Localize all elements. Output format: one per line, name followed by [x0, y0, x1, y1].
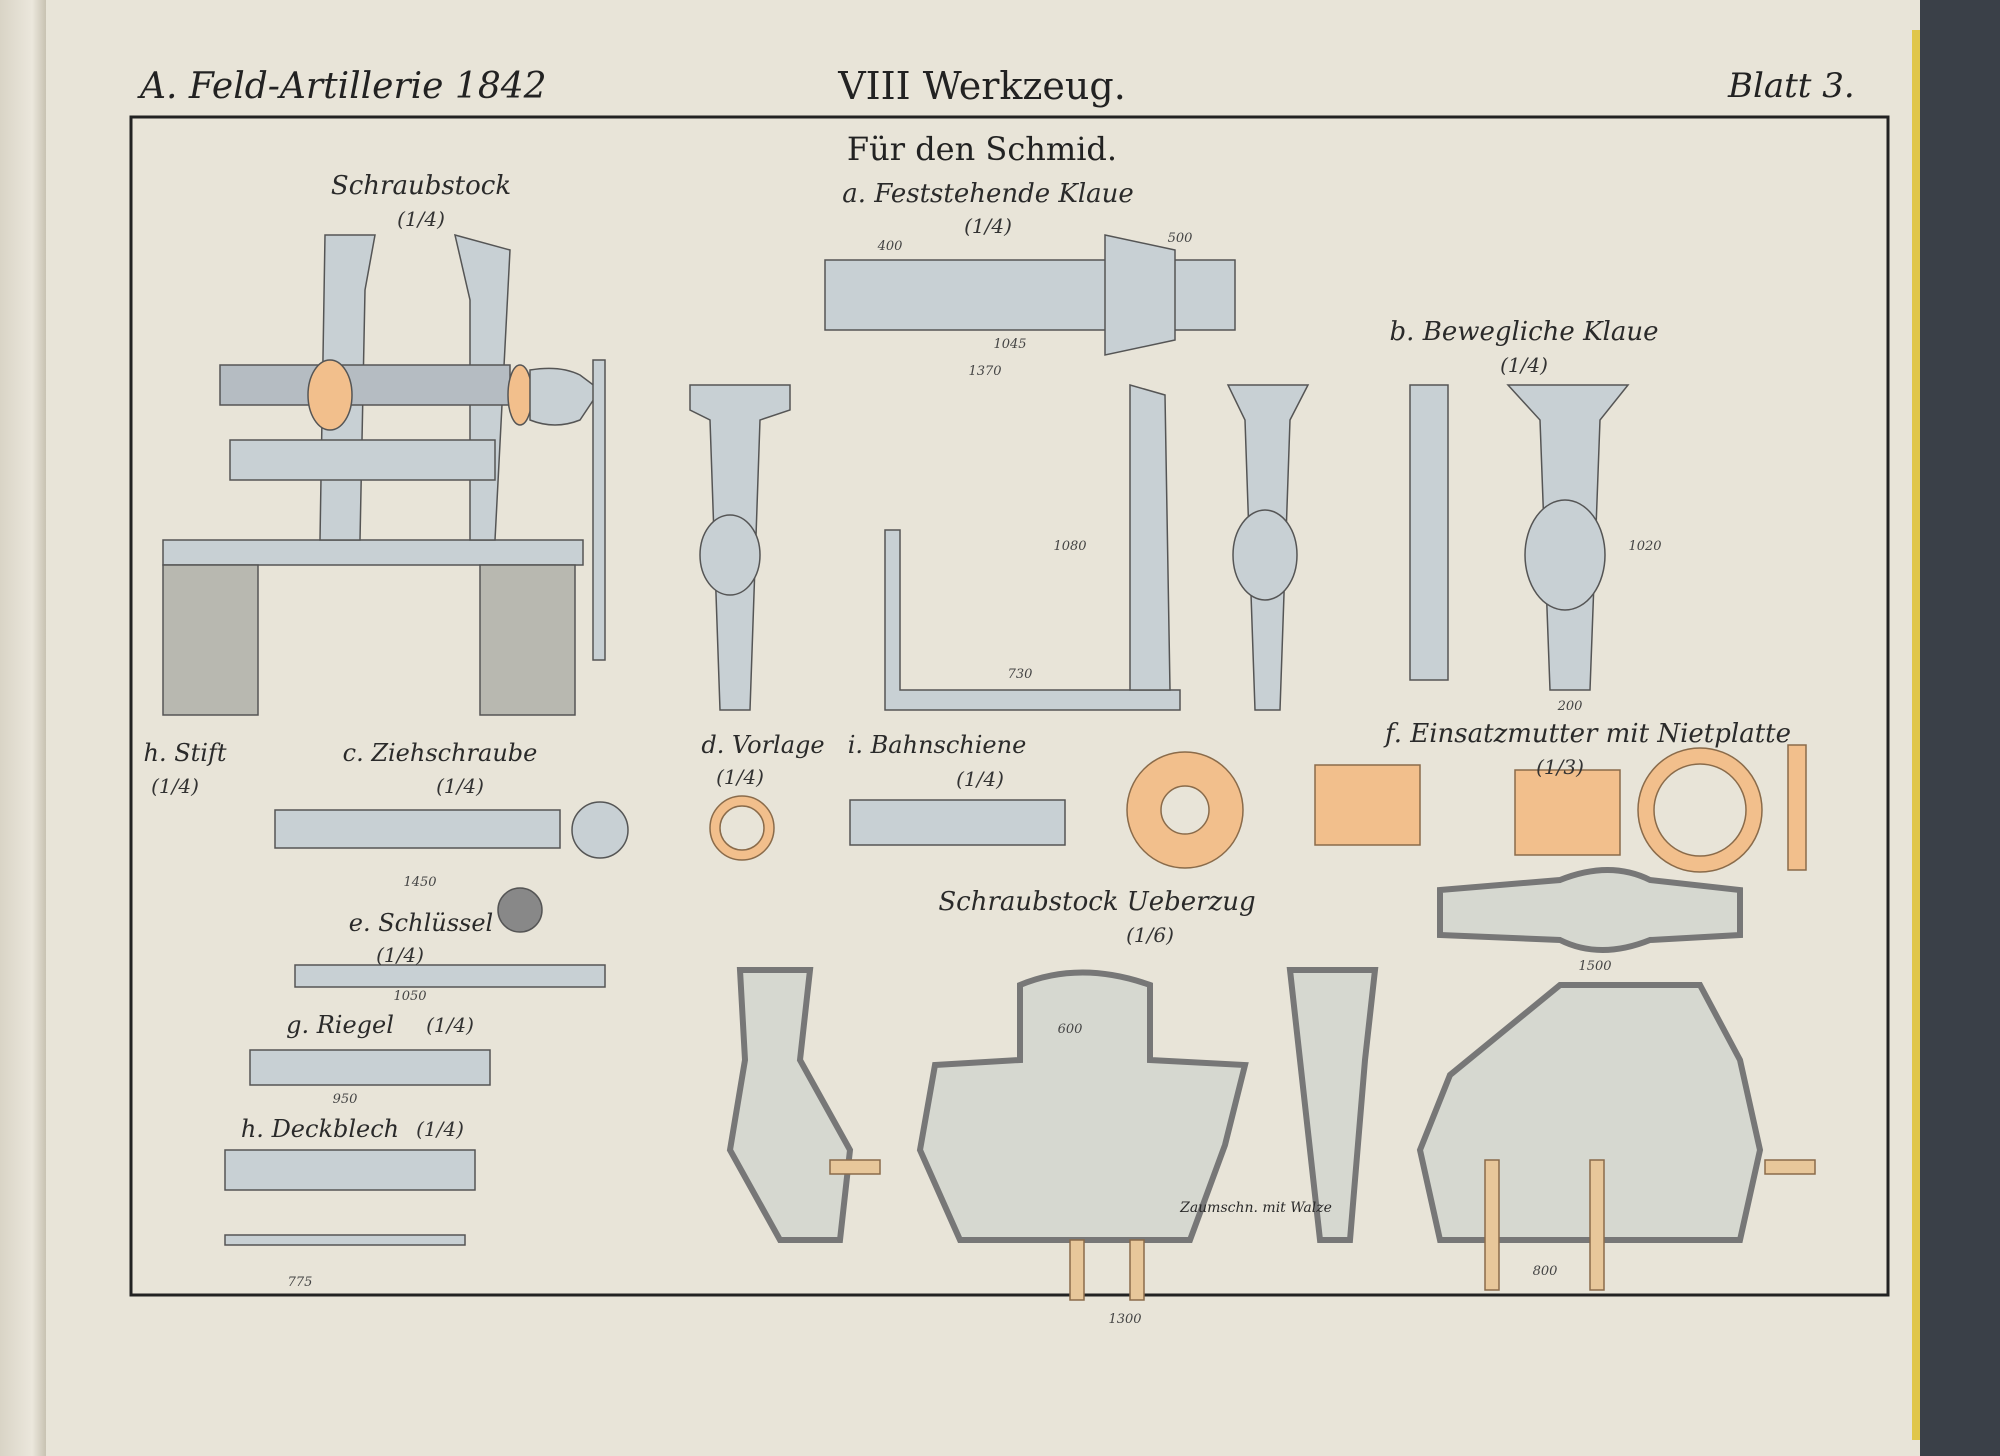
label-bewegliche-klaue: b. Bewegliche Klaue — [1389, 317, 1659, 347]
header-right: Blatt 3. — [1728, 66, 1855, 106]
straps — [829, 1159, 1816, 1301]
dim-800: 800 — [1532, 1264, 1558, 1279]
scale-bewegliche-klaue: (1/4) — [1500, 353, 1548, 377]
header-left: A. Feld-Artillerie 1842 — [140, 66, 547, 107]
dim-1080: 1080 — [1053, 539, 1087, 554]
label-stift: h. Stift — [143, 739, 227, 767]
dim-1020: 1020 — [1628, 539, 1662, 554]
scale-ueberzug: (1/6) — [1126, 923, 1174, 947]
dim-730: 730 — [1007, 667, 1033, 682]
label-riegel: g. Riegel — [286, 1011, 394, 1039]
dim-1450: 1450 — [403, 875, 437, 890]
label-feststehende-klaue: a. Feststehende Klaue — [842, 179, 1134, 209]
dim-950: 950 — [332, 1092, 358, 1107]
vise-drawing — [162, 233, 606, 716]
left-page-edge — [0, 0, 46, 1456]
dim-600: 600 — [1057, 1022, 1083, 1037]
dim-775: 775 — [287, 1275, 313, 1290]
dim-1045: 1045 — [993, 337, 1027, 352]
scale-feststehende-klaue: (1/4) — [964, 214, 1012, 238]
small-parts-drawing — [224, 799, 1066, 1246]
dim-1370: 1370 — [968, 364, 1002, 379]
scale-riegel: (1/4) — [426, 1013, 474, 1037]
scale-einsatzmutter: (1/3) — [1536, 755, 1584, 779]
scale-vorlage: (1/4) — [716, 765, 764, 789]
subtitle: Für den Schmid. — [846, 130, 1118, 168]
fixed-jaw-drawing — [689, 234, 1630, 711]
header-title: VIII Werkzeug. — [838, 64, 1126, 108]
plate-frame — [129, 115, 1890, 1297]
book-cover — [1920, 0, 2000, 1456]
label-schluessel: e. Schlüssel — [348, 909, 494, 937]
scale-bahnschiene: (1/4) — [956, 767, 1004, 791]
label-deckblech: h. Deckblech — [240, 1115, 400, 1143]
vise-cover-drawing — [726, 867, 1764, 1243]
dim-200: 200 — [1557, 699, 1583, 714]
scale-stift: (1/4) — [151, 774, 199, 798]
scale-ziehschraube: (1/4) — [436, 774, 484, 798]
label-einsatzmutter: f. Einsatzmutter mit Nietplatte — [1385, 719, 1791, 749]
nut-drawing — [709, 744, 1807, 873]
label-ziehschraube: c. Ziehschraube — [342, 739, 538, 767]
gilt-edge — [1912, 30, 1920, 1440]
scale-schluessel: (1/4) — [376, 943, 424, 967]
label-vorlage: d. Vorlage — [701, 731, 825, 759]
dim-500: 500 — [1167, 231, 1193, 246]
dim-1050: 1050 — [393, 989, 427, 1004]
scale-schraubstock: (1/4) — [397, 207, 445, 231]
label-zaumschnur: Zaumschn. mit Walze — [1180, 1200, 1332, 1216]
dim-1300: 1300 — [1108, 1312, 1142, 1327]
scale-deckblech: (1/4) — [416, 1117, 464, 1141]
label-ueberzug: Schraubstock Ueberzug — [938, 887, 1256, 917]
label-bahnschiene: i. Bahnschiene — [847, 731, 1027, 759]
dim-1500: 1500 — [1578, 959, 1612, 974]
label-schraubstock: Schraubstock — [330, 171, 512, 201]
dim-400: 400 — [877, 239, 903, 254]
